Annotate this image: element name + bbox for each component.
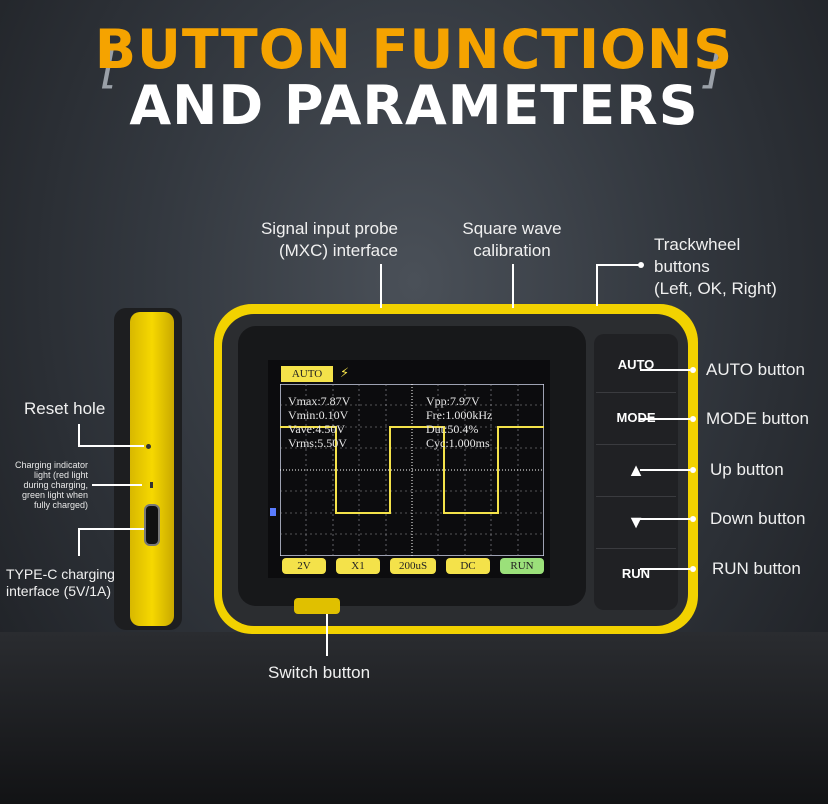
down-dot bbox=[690, 516, 696, 522]
switch-button[interactable] bbox=[294, 598, 340, 614]
right-bracket: ] bbox=[704, 38, 723, 94]
label-typec-2: interface (5V/1A) bbox=[6, 583, 112, 599]
measurement-vmax: Vmax:7.87V bbox=[288, 394, 351, 408]
leader-typec-h bbox=[78, 528, 144, 530]
label-typec-1: TYPE-C charging bbox=[6, 566, 115, 582]
up-dot bbox=[690, 467, 696, 473]
label-charging-indicator-5: fully charged) bbox=[33, 500, 88, 510]
leader-charging bbox=[92, 484, 142, 486]
leader-reset-h bbox=[78, 445, 144, 447]
charging-indicator-light bbox=[150, 482, 153, 488]
oscilloscope-screen bbox=[268, 360, 550, 578]
leader-up bbox=[640, 469, 690, 471]
label-charging-indicator-2: light (red light bbox=[33, 470, 88, 480]
trackwheel-dot bbox=[638, 262, 644, 268]
button-panel bbox=[594, 334, 678, 610]
auto-button[interactable]: AUTO bbox=[617, 357, 655, 372]
leader-signal-probe bbox=[380, 264, 382, 308]
measurement-cyc: Cyc:1.000ms bbox=[426, 436, 490, 450]
label-auto-button: AUTO button bbox=[706, 360, 805, 379]
measurement-vmin: Vmin:0.10V bbox=[288, 408, 349, 422]
down-button[interactable]: ▼ bbox=[596, 496, 676, 547]
label-charging-indicator-1: Charging indicator bbox=[14, 460, 88, 470]
leader-trackwheel-v bbox=[596, 264, 598, 306]
chip-probe-factor: X1 bbox=[336, 558, 380, 574]
auto-mode-badge: AUTO bbox=[281, 366, 333, 382]
leader-down bbox=[640, 518, 690, 520]
title-line-1: BUTTON FUNCTIONS bbox=[94, 18, 734, 81]
label-square-wave-2: calibration bbox=[473, 241, 551, 260]
run-button[interactable]: RUN bbox=[596, 548, 676, 599]
leader-auto bbox=[640, 369, 690, 371]
chip-time-div: 200uS bbox=[390, 558, 436, 574]
leader-reset-v bbox=[78, 424, 80, 446]
leader-switch bbox=[326, 614, 328, 656]
mode-button[interactable]: MODE bbox=[596, 392, 676, 443]
left-bracket: [ bbox=[100, 38, 119, 94]
leader-typec-v bbox=[78, 528, 80, 556]
leader-square-wave bbox=[512, 264, 514, 308]
measurement-fre: Fre:1.000kHz bbox=[426, 408, 493, 422]
label-trackwheel-1: Trackwheel bbox=[654, 235, 741, 254]
label-charging-indicator-3: during charging, bbox=[23, 480, 88, 490]
label-signal-probe-2: (MXC) interface bbox=[278, 241, 398, 260]
floor-background bbox=[0, 632, 828, 804]
mode-dot bbox=[690, 416, 696, 422]
measurement-vave: Vave:4.50V bbox=[288, 422, 345, 436]
reset-hole[interactable] bbox=[146, 444, 151, 449]
leader-mode bbox=[640, 418, 690, 420]
type-c-port[interactable] bbox=[144, 504, 160, 546]
measurement-dut: Dut:50.4% bbox=[426, 422, 479, 436]
label-up-button: Up button bbox=[710, 460, 784, 479]
trigger-icon: ⚡ bbox=[340, 366, 350, 381]
measurement-vpp: Vpp:7.97V bbox=[426, 394, 480, 408]
label-run-button: RUN button bbox=[712, 559, 801, 578]
label-charging-indicator-4: green light when bbox=[21, 490, 88, 500]
auto-dot bbox=[690, 367, 696, 373]
channel-marker bbox=[270, 508, 276, 516]
square-waveform bbox=[280, 426, 544, 514]
side-view-housing bbox=[130, 312, 174, 626]
leader-trackwheel-h bbox=[596, 264, 640, 266]
label-down-button: Down button bbox=[710, 509, 806, 528]
run-dot bbox=[690, 566, 696, 572]
label-trackwheel-3: (Left, OK, Right) bbox=[654, 279, 777, 298]
label-signal-probe-1: Signal input probe bbox=[260, 219, 398, 238]
title-line-2: AND PARAMETERS bbox=[129, 74, 699, 137]
label-reset-hole: Reset hole bbox=[24, 399, 106, 418]
label-trackwheel-2: buttons bbox=[654, 257, 710, 276]
chip-volts-div: 2V bbox=[282, 558, 326, 574]
label-mode-button: MODE button bbox=[706, 409, 809, 428]
label-switch-button: Switch button bbox=[268, 663, 371, 682]
chip-run-state: RUN bbox=[500, 558, 544, 574]
leader-run bbox=[640, 568, 690, 570]
chip-coupling: DC bbox=[446, 558, 490, 574]
up-button[interactable]: ▲ bbox=[596, 444, 676, 495]
waveform-plot bbox=[280, 384, 544, 556]
measurement-vrms: Vrms:5.50V bbox=[288, 436, 347, 450]
label-square-wave-1: Square wave bbox=[462, 219, 562, 238]
